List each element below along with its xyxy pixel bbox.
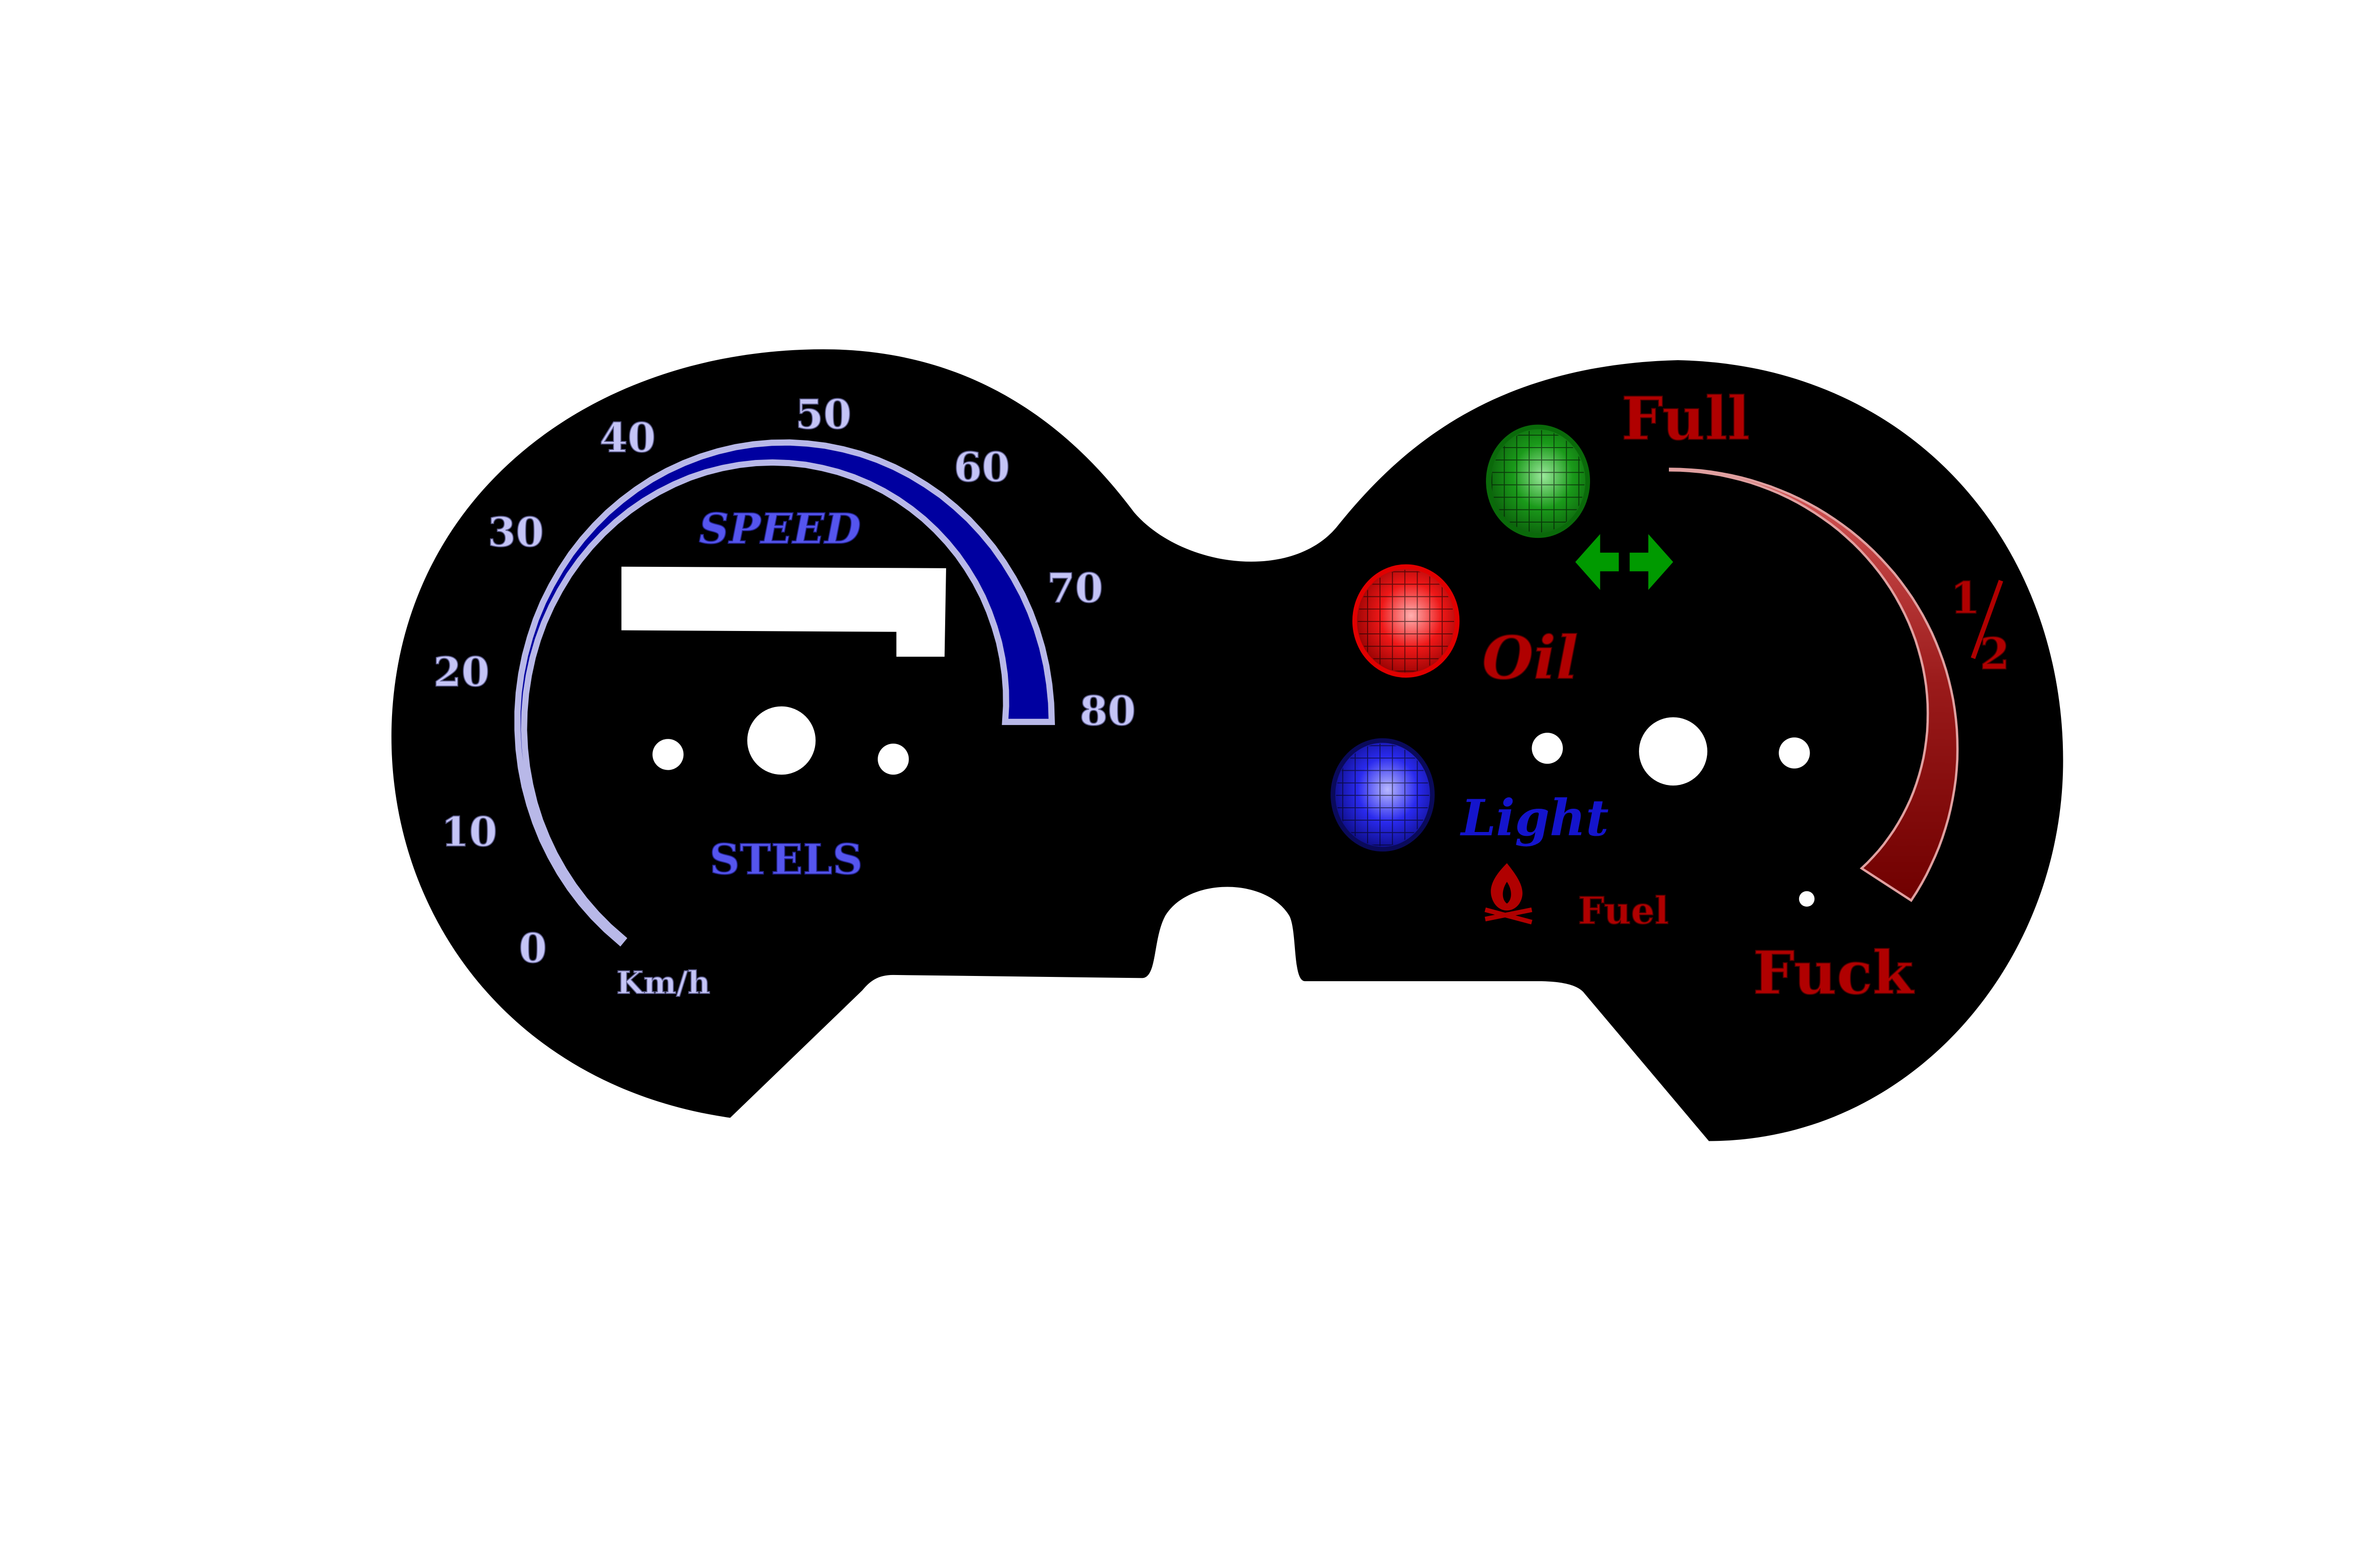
- left-right-arrows-icon: [1575, 534, 1673, 590]
- mounting-hole: [1532, 733, 1563, 764]
- needle-hole: [747, 706, 816, 775]
- fuel-full-label: Full: [1621, 384, 1750, 454]
- fire-icon: [1485, 863, 1533, 925]
- tick-label: 10: [441, 809, 497, 856]
- tick-label: 20: [433, 649, 489, 696]
- speed-arc: [514, 439, 1055, 947]
- speed-title: SPEED: [699, 504, 861, 554]
- fuel-empty-label: Fuck: [1753, 938, 1915, 1008]
- odometer-window: [621, 566, 946, 657]
- speedometer: 0 10 20 30 40 50 60 70 80 Km/h SPEED STE…: [433, 391, 1136, 1002]
- tick-label: 60: [954, 444, 1010, 491]
- mounting-hole: [1779, 737, 1810, 769]
- turn-signal-lamp: [1486, 424, 1590, 538]
- panel-body: [391, 349, 2063, 1141]
- fraction-slash: [1971, 580, 2003, 660]
- light-label: Light: [1460, 789, 1609, 847]
- fuel-half-denominator: 2: [1980, 628, 2010, 679]
- mounting-hole: [652, 739, 684, 770]
- fuel-gauge: Full 1 2 Fuck Fuel: [1485, 384, 2011, 1008]
- tick-label: 30: [488, 509, 544, 556]
- tick-label: 40: [600, 414, 656, 462]
- mounting-hole: [1799, 891, 1815, 907]
- mounting-hole: [878, 744, 909, 775]
- fuel-half-numerator: 1: [1950, 573, 1981, 624]
- tick-label: 70: [1047, 565, 1103, 612]
- needle-hole: [1639, 717, 1707, 786]
- oil-label: Oil: [1482, 623, 1579, 693]
- tick-label: 0: [519, 925, 547, 973]
- brand-label: STELS: [709, 835, 863, 884]
- tick-label: 50: [795, 391, 852, 439]
- fuel-arc: [1668, 468, 1959, 902]
- oil-lamp: [1352, 564, 1460, 678]
- fuel-label: Fuel: [1578, 889, 1669, 933]
- tick-label: 80: [1080, 688, 1136, 735]
- unit-label: Km/h: [616, 965, 710, 1001]
- light-lamp: [1331, 738, 1435, 852]
